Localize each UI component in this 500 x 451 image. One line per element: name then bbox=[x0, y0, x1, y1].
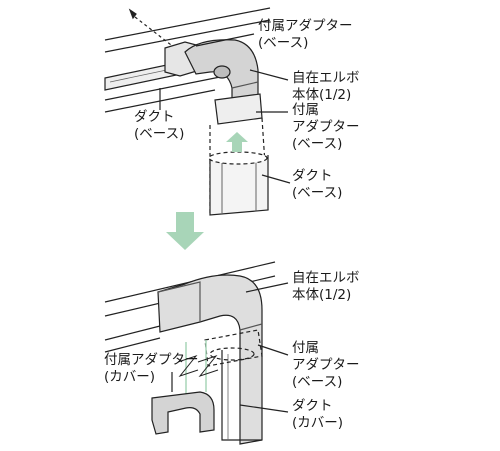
label-line: 付属アダプター bbox=[258, 18, 353, 34]
label-line: 付属 bbox=[292, 340, 319, 356]
screw-guide-line bbox=[134, 16, 176, 49]
duct-top-opening bbox=[208, 151, 268, 165]
label-duct-base-right: ダクト (ベース) bbox=[292, 168, 342, 202]
label-line: 本体(1/2) bbox=[292, 287, 352, 303]
label-line: ダクト bbox=[134, 109, 175, 125]
leader-line bbox=[239, 404, 289, 413]
label-line: 自在エルボ bbox=[292, 70, 360, 86]
zigzag-break bbox=[197, 354, 219, 378]
zigzag-break bbox=[177, 354, 199, 378]
top-figure bbox=[104, 7, 291, 216]
bottom-figure bbox=[104, 261, 289, 445]
label-duct-base-left: ダクト (ベース) bbox=[134, 109, 184, 143]
label-adapter-cover: 付属アダプター (カバー) bbox=[104, 352, 199, 386]
label-line: (ベース) bbox=[292, 185, 343, 201]
wall-edge-line bbox=[104, 337, 161, 353]
hidden-duct-opening bbox=[209, 347, 255, 361]
vertical-duct-base bbox=[209, 155, 269, 216]
label-line: (カバー) bbox=[104, 369, 156, 385]
duct-cover-part bbox=[221, 350, 262, 441]
label-line: (ベース) bbox=[258, 35, 309, 51]
wall-edge-line bbox=[104, 325, 161, 341]
label-line: (カバー) bbox=[292, 415, 344, 431]
label-adapter-base-top: 付属アダプター (ベース) bbox=[258, 18, 353, 52]
elbow-cover-part bbox=[157, 274, 263, 445]
label-elbow-body-bottom: 自在エルボ 本体(1/2) bbox=[292, 270, 360, 304]
label-line: ダクト bbox=[292, 168, 333, 184]
label-elbow-body-top: 自在エルボ 本体(1/2) bbox=[292, 70, 360, 104]
label-duct-cover: ダクト (カバー) bbox=[292, 398, 343, 432]
wall-edge-line bbox=[104, 7, 271, 41]
label-line: (ベース) bbox=[292, 374, 343, 390]
leader-line bbox=[245, 282, 289, 293]
label-line: 自在エルボ bbox=[292, 270, 360, 286]
leader-line bbox=[249, 69, 289, 81]
label-line: (ベース) bbox=[292, 136, 343, 152]
hidden-adapter-base bbox=[204, 329, 263, 367]
label-line: 付属アダプター bbox=[104, 352, 199, 368]
label-adapter-base-right: 付属 アダプター (ベース) bbox=[292, 102, 360, 153]
label-line: (ベース) bbox=[134, 126, 185, 142]
label-line: ダクト bbox=[292, 398, 333, 414]
label-line: 本体(1/2) bbox=[292, 87, 352, 103]
step-down-arrow bbox=[166, 212, 204, 250]
wall-edge-line bbox=[104, 74, 231, 101]
label-adapter-base-bottom: 付属 アダプター (ベース) bbox=[292, 340, 360, 391]
leader-line bbox=[257, 344, 289, 356]
leader-line bbox=[261, 174, 291, 184]
insert-up-arrow bbox=[226, 132, 248, 152]
elbow-joint bbox=[213, 65, 231, 79]
wall-edge-line bbox=[104, 19, 271, 53]
leader-line bbox=[195, 33, 255, 47]
label-line: アダプター bbox=[292, 357, 360, 373]
lower-adapter-base-part bbox=[214, 93, 263, 125]
screw-icon bbox=[128, 8, 137, 20]
adapter-cover-part bbox=[151, 391, 215, 435]
label-line: 付属 bbox=[292, 102, 319, 118]
label-line: アダプター bbox=[292, 119, 360, 135]
